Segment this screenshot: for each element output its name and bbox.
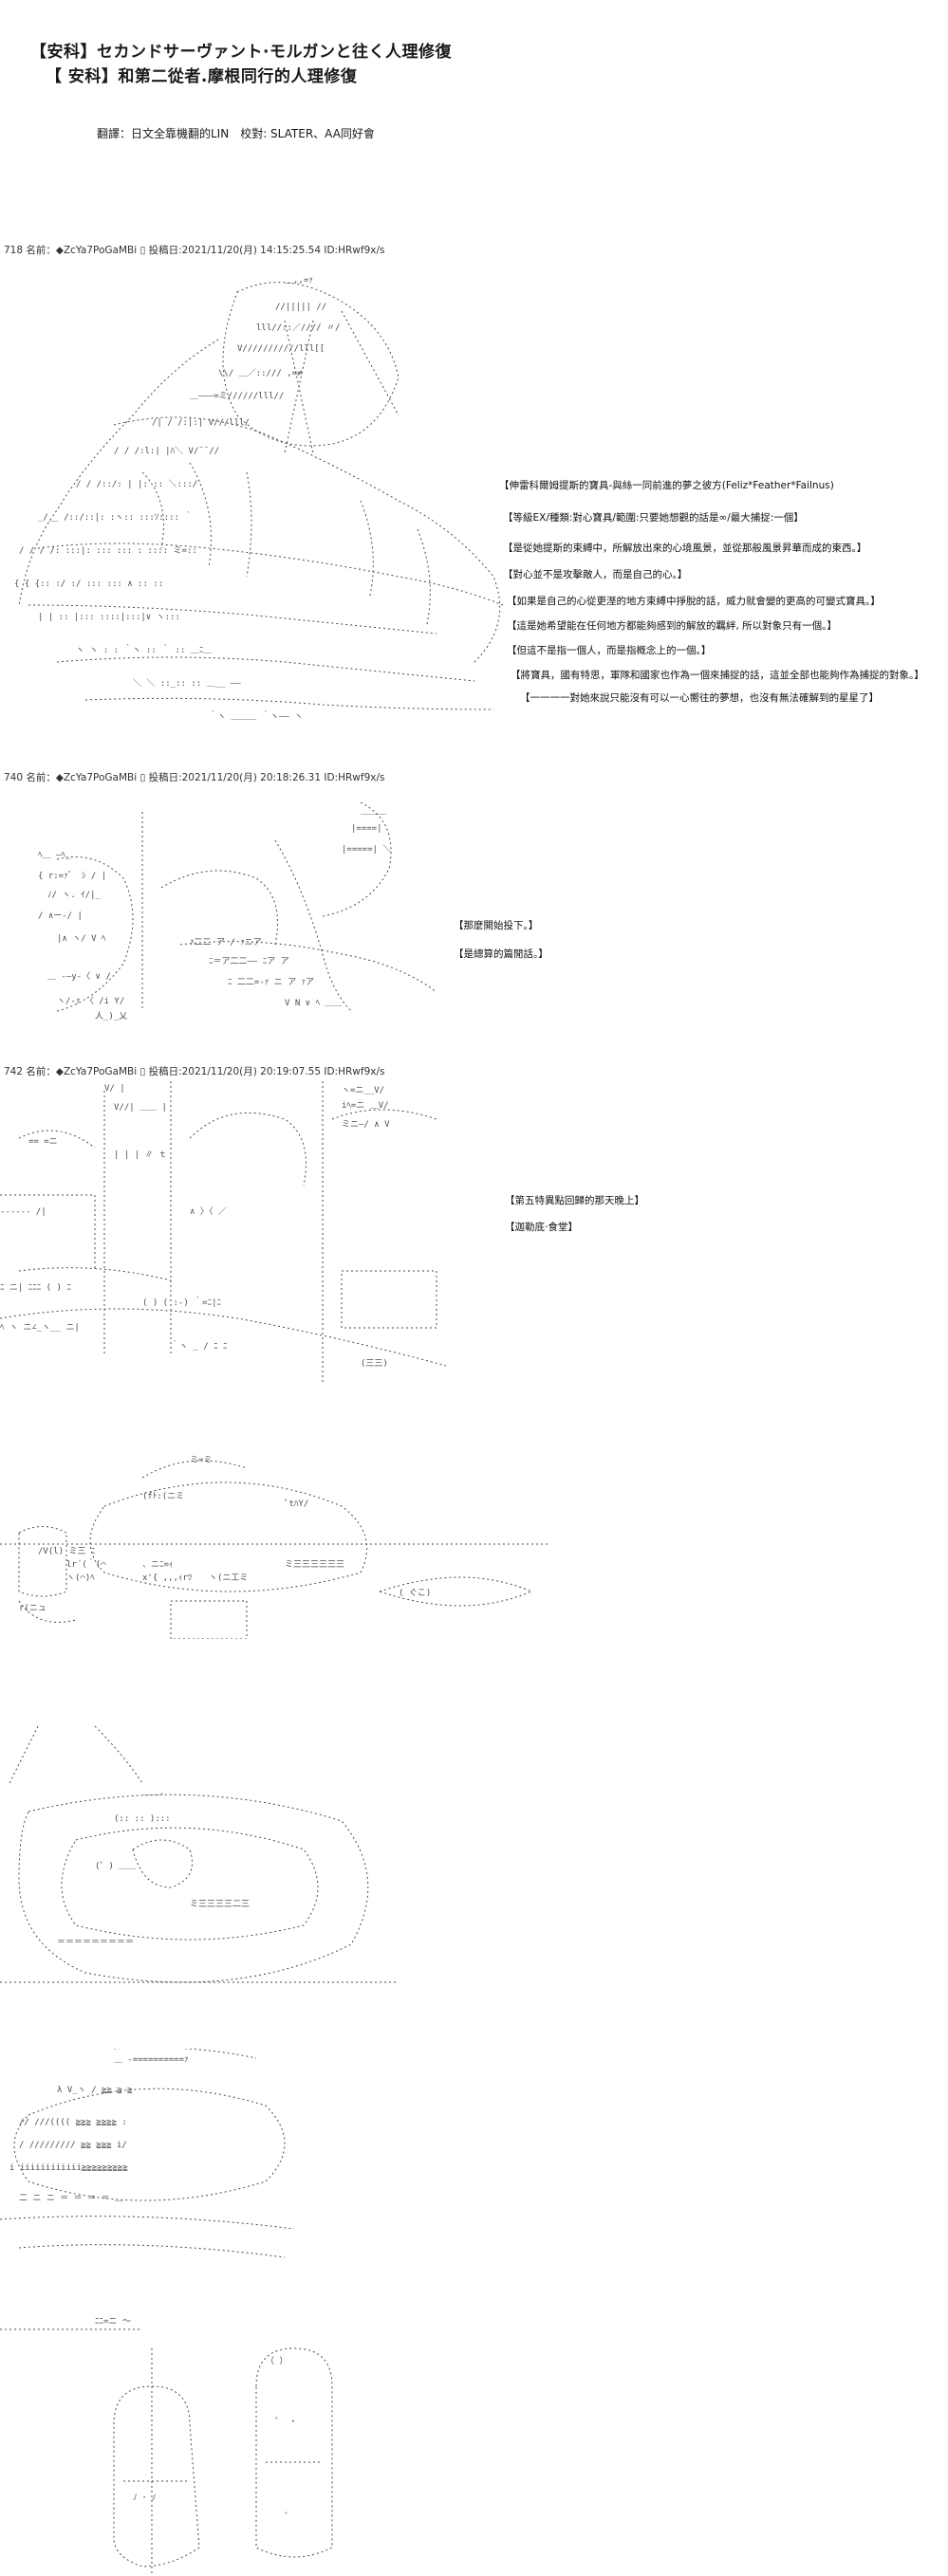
post-742-note-2: 【迦勒底·食堂】 (505, 1222, 578, 1233)
svg-text:＿ -―y-〈 ∨ /: ＿ -―y-〈 ∨ / (47, 971, 111, 982)
svg-text:ﾆ 二二=-ｧ ニ ア ｧア: ﾆ 二二=-ｧ ニ ア ｧア (228, 978, 314, 987)
svg-text:/ ∧ー-/ |: / ∧ー-/ | (38, 911, 83, 921)
svg-text:/ / / /: :::|: ::: ::: : ::::: / / / /: :::|: ::: ::: : :::: ミ=:: (19, 546, 197, 556)
svg-text:_/__ /::/::|: :ヽ:: :::ｿ:::: ｀: _/__ /::/::|: :ヽ:: :::ｿ:::: ｀ (38, 510, 193, 523)
art-fragment-3: ﾟtﾊY/ (285, 1499, 308, 1509)
svg-text:lll//::／//// 〃/: lll//::／//// 〃/ (256, 322, 340, 333)
svg-text:// ///(((( ≧≧≧ ≧≧≧≧ :: // ///(((( ≧≧≧ ≧≧≧≧ : (19, 2118, 127, 2127)
svg-text:\\/ ＿／::/// ,=≠: \\/ ＿／::/// ,=≠ (218, 368, 303, 378)
svg-text:＝＝＝＝＝＝＝＝＝: ＝＝＝＝＝＝＝＝＝ (57, 1938, 134, 1947)
svg-text:＿＿＿: ＿＿＿ (361, 807, 386, 817)
svg-text:V N ∨ ﾍ ＿＿: V N ∨ ﾍ ＿＿ (285, 999, 342, 1008)
art-fragment-4: lr´(｀(⌒ (66, 1557, 106, 1570)
svg-text:＿,,=ｧ: ＿,,=ｧ (285, 276, 313, 285)
post-740-note-1: 【那麼開始投下。】 (454, 920, 539, 931)
svg-text:ヽ/-ｧ 〈 /i Y/: ヽ/-ｧ 〈 /i Y/ (57, 996, 124, 1006)
post-718-meta: 718 名前：◆ZcYa7PoGaMBi ▯ 投稿日:2021/11/20(月)… (4, 245, 385, 256)
svg-text:V///////////lll[[: V///////////lll[[ (237, 344, 325, 354)
svg-text:{ r:=ｧ゛ ｼ / |: { r:=ｧ゛ ｼ / | (38, 871, 106, 881)
ascii-art-food-table: ミ=ミ (fﾄ:(ニミ ﾟtﾊY/ /V(l) ミ三 ﾆ lr´(｀(⌒ ヽ(⌒… (0, 1449, 550, 1639)
svg-text:二 ニ ニ ＝ ＝ ＝ ＝ ＿: 二 ニ ニ ＝ ＝ ＝ ＝ ＿ (19, 2194, 123, 2203)
svg-text:＿ -==========ｧ: ＿ -==========ｧ (114, 2055, 189, 2065)
svg-text:| | :: |::: ::::|:::|∨ ヽ::: | | :: |::: ::::|:::|∨ ヽ::: (38, 613, 180, 622)
page-title-line1: 【安科】セカンドサーヴァント·モルガンと往く人理修復 (30, 43, 452, 62)
post-742-note-1: 【第五特異點回歸的那天晚上】 (505, 1195, 644, 1206)
svg-text://||||| //: //||||| // (275, 303, 326, 312)
svg-text:ﾉ/ ヽ. ｲ/|_: ﾉ/ ヽ. ｲ/|_ (47, 891, 102, 900)
art-fragment-2: (fﾄ:(ニミ (142, 1492, 184, 1501)
svg-text:゜ ・: ゜ ・ (275, 2417, 297, 2427)
post-740-meta: 740 名前：◆ZcYa7PoGaMBi ▯ 投稿日:2021/11/20(月)… (4, 772, 385, 783)
ascii-art-dining-hall: V/ | ヽ=ニ__V/ iﾍ=ニ ＿V/ V//| ＿＿ | ミニ―/ ∧ V… (0, 1081, 455, 1404)
svg-text:ヽ=ニ__V/: ヽ=ニ__V/ (342, 1086, 384, 1095)
post-718-note-7: 【但這不是指一個人，而是指概念上的一個。】 (507, 645, 712, 656)
svg-text:(:: :: ):::: (:: :: )::: (114, 1814, 171, 1824)
post-718-note-1: 【伸雷科爾姆提斯的寶具-與絲一同前進的夢之彼方(Feliz*Feather*Fa… (499, 480, 834, 491)
svg-text:( ) ( :-) ｀=ﾆ|ﾆ: ( ) ( :-) ｀=ﾆ|ﾆ (142, 1296, 222, 1308)
post-718-note-6: 【這是她希望能在任何地方都能夠感到的解放的羈絆, 所以對象只有一個。】 (507, 620, 837, 632)
art-fragment-9: r(ニュ (19, 1604, 46, 1613)
svg-text:ヽ ヽ : : ｀ヽ :: ｀ :: ＿ﾆ＿: ヽ ヽ : : ｀ヽ :: ｀ :: ＿ﾆ＿ (76, 643, 212, 655)
art-fragment-8: ヽ(ニ工ミ (209, 1573, 248, 1583)
svg-text:== =ニ: == =ニ (28, 1137, 58, 1147)
svg-text:＼ ＼ ::_:: :: ＿__ ――: ＼ ＼ ::_:: :: ＿__ ―― (133, 678, 241, 689)
art-fragment-6: 、ニﾆ=ｨ (142, 1560, 173, 1570)
art-fragment-7: x'{ ,,,ｨrﾂ (142, 1573, 193, 1583)
svg-text:ｧ二二 ア / ｧニア: ｧ二二 ア / ｧニア (190, 938, 262, 948)
post-718-note-2: 【等級EX/種類:對心寶具/範圍:只要她想觀的話是∞/最大捕捉:一個】 (503, 512, 804, 524)
svg-text:/ / /:l:| |ﾊ＼ V/¨¨//: / / /:l:| |ﾊ＼ V/¨¨// (114, 446, 219, 456)
page-title-line2: 【 安科】和第二從者.摩根同行的人理修復 (46, 67, 358, 86)
post-718-note-9: 【一一一一對她來說只能沒有可以一心嚮往的夢想，也沒有無法確解到的星星了】 (520, 692, 879, 704)
svg-text:ﾆ ニ| ﾆﾆﾆ ( ) ﾆ: ﾆ ニ| ﾆﾆﾆ ( ) ﾆ (0, 1283, 71, 1293)
svg-text:|=====| ＼: |=====| ＼ (342, 844, 391, 855)
svg-text:＿＿.: ＿＿. (142, 1788, 164, 1797)
art-fragment-1: ミ=ミ (190, 1456, 212, 1465)
ascii-art-bowl: ＿＿. (:: :: )::: (゜) ＿＿ ミ三三三三二三 ＝＝＝＝＝＝＝＝＝ (0, 1726, 399, 2011)
svg-text:ﾍ＿ ―ﾍ_: ﾍ＿ ―ﾍ_ (38, 851, 71, 860)
post-718-note-4: 【對心並不是攻擊敵人，而是自己的心。】 (503, 569, 688, 580)
svg-text:ミ三三三三二三: ミ三三三三二三 (190, 1900, 250, 1909)
svg-text:｀ヽ ＿＿＿ ｀ヽ―― ヽ: ｀ヽ ＿＿＿ ｀ヽ―― ヽ (209, 709, 303, 722)
svg-text:ﾍ ヽ ニ∠_ヽ__ ニ|: ﾍ ヽ ニ∠_ヽ__ ニ| (0, 1323, 80, 1333)
svg-text:ﾉ ･ ﾉ: ﾉ ･ ﾉ (133, 2493, 156, 2503)
svg-text:|====|: |====| (351, 824, 382, 834)
svg-text:(三三): (三三) (361, 1359, 388, 1369)
post-740-note-2: 【是總算的篇閒話。】 (454, 948, 548, 960)
svg-text:゜: ゜ (285, 2512, 293, 2522)
svg-text:ﾆﾆ=ニ ～: ﾆﾆ=ニ ～ (95, 2317, 131, 2327)
ascii-art-characters-with-weapon: ＿＿＿ |====| |=====| ＼ ﾍ＿ ―ﾍ_ { r:=ｧ゛ ｼ / … (38, 802, 455, 1021)
svg-text:ミ三三三三三三: ミ三三三三三三 (285, 1560, 344, 1570)
svg-text:/V(l) ミ三 ﾆ: /V(l) ミ三 ﾆ (38, 1547, 96, 1556)
svg-text:------ /|: ------ /| (0, 1207, 46, 1217)
svg-text:| | | ∥ ｔ: | | | ∥ ｔ (114, 1150, 167, 1160)
svg-text:(゜) ＿＿: (゜) ＿＿ (95, 1861, 136, 1871)
svg-text:iﾍ=ニ ＿V/: iﾍ=ニ ＿V/ (342, 1101, 389, 1111)
svg-text:V/ |: V/ | (104, 1084, 125, 1094)
svg-text:ミニ―/ ∧ V: ミニ―/ ∧ V (342, 1120, 390, 1130)
svg-text:|∧ ヽ/ V ﾍ: |∧ ヽ/ V ﾍ (57, 934, 106, 944)
svg-text:人_)_乂: 人_)_乂 (95, 1011, 127, 1021)
post-718-note-5: 【如果是自己的心從更溼的地方束縛中掙脫的話，威力就會變的更高的可變式寶具。】 (507, 596, 881, 607)
svg-text:（ ）: （ ） (266, 2356, 288, 2366)
svg-text:λ V_ヽ / ≧≧ ≧ ≧: λ V_ヽ / ≧≧ ≧ ≧ (57, 2086, 133, 2095)
svg-text:/| / /:|:| V///lll/: /| / /:|:| V///lll/ (152, 418, 250, 428)
ascii-art-glasses: ﾆﾆ=ニ ～ （ ） ゜ ・ ﾉ ･ ﾉ ゜ (0, 2310, 380, 2576)
post-718-note-8: 【將寶具，國有特思，軍隊和國家也作為一個來捕捉的話，這並全部也能夠作為捕捉的對象… (511, 670, 924, 681)
art-fragment-5: ヽ(⌒)ﾍ (66, 1573, 95, 1583)
svg-text:{ { {:: :/ :/ ::: ::: ∧ :: ::: { { {:: :/ :/ ::: ::: ∧ :: :: (14, 580, 163, 589)
ascii-art-knight-with-spear: ＿,,=ｧ //||||| // lll//::／//// 〃/ V//////… (0, 264, 531, 734)
svg-text:∧ 〉〈 ／: ∧ 〉〈 ／ (190, 1206, 227, 1217)
svg-text:ﾆ＝ア二二―― ﾆア ア: ﾆ＝ア二二―― ﾆア ア (209, 957, 289, 966)
svg-text:/ / /::/: | |: :: ＼:::/: / / /::/: | |: :: ＼:::/ (76, 479, 197, 489)
svg-text:i iiiiiiiiiiii≧≧≧≧≧≧≧≧≧: i iiiiiiiiiiii≧≧≧≧≧≧≧≧≧ (9, 2163, 128, 2173)
svg-text:/ ///////// ≧≧ ≧≧≧ i/: / ///////// ≧≧ ≧≧≧ i/ (19, 2141, 127, 2150)
art-fragment-10: ( ぐこ) (399, 1589, 431, 1598)
post-742-meta: 742 名前：◆ZcYa7PoGaMBi ▯ 投稿日:2021/11/20(月)… (4, 1066, 385, 1077)
translation-credits: 翻譯：日文全靠機翻的LIN 校對: SLATER、AA同好會 (97, 127, 375, 140)
svg-text:｀ヽ _ / ﾆ ﾆ: ｀ヽ _ / ﾆ ﾆ (171, 1339, 228, 1352)
svg-text:V//| ＿＿ |: V//| ＿＿ | (114, 1103, 167, 1113)
ascii-art-dessert-plate: ＿ -==========ｧ λ V_ヽ / ≧≧ ≧ ≧ // ///((((… (0, 2049, 304, 2276)
post-718-note-3: 【是從她提斯的束縛中，所解放出來的心境風景，並從那般風景昇華而成的東西。】 (503, 543, 867, 554)
svg-text:＿―――=ミ//////lll//: ＿―――=ミ//////lll// (190, 392, 284, 401)
